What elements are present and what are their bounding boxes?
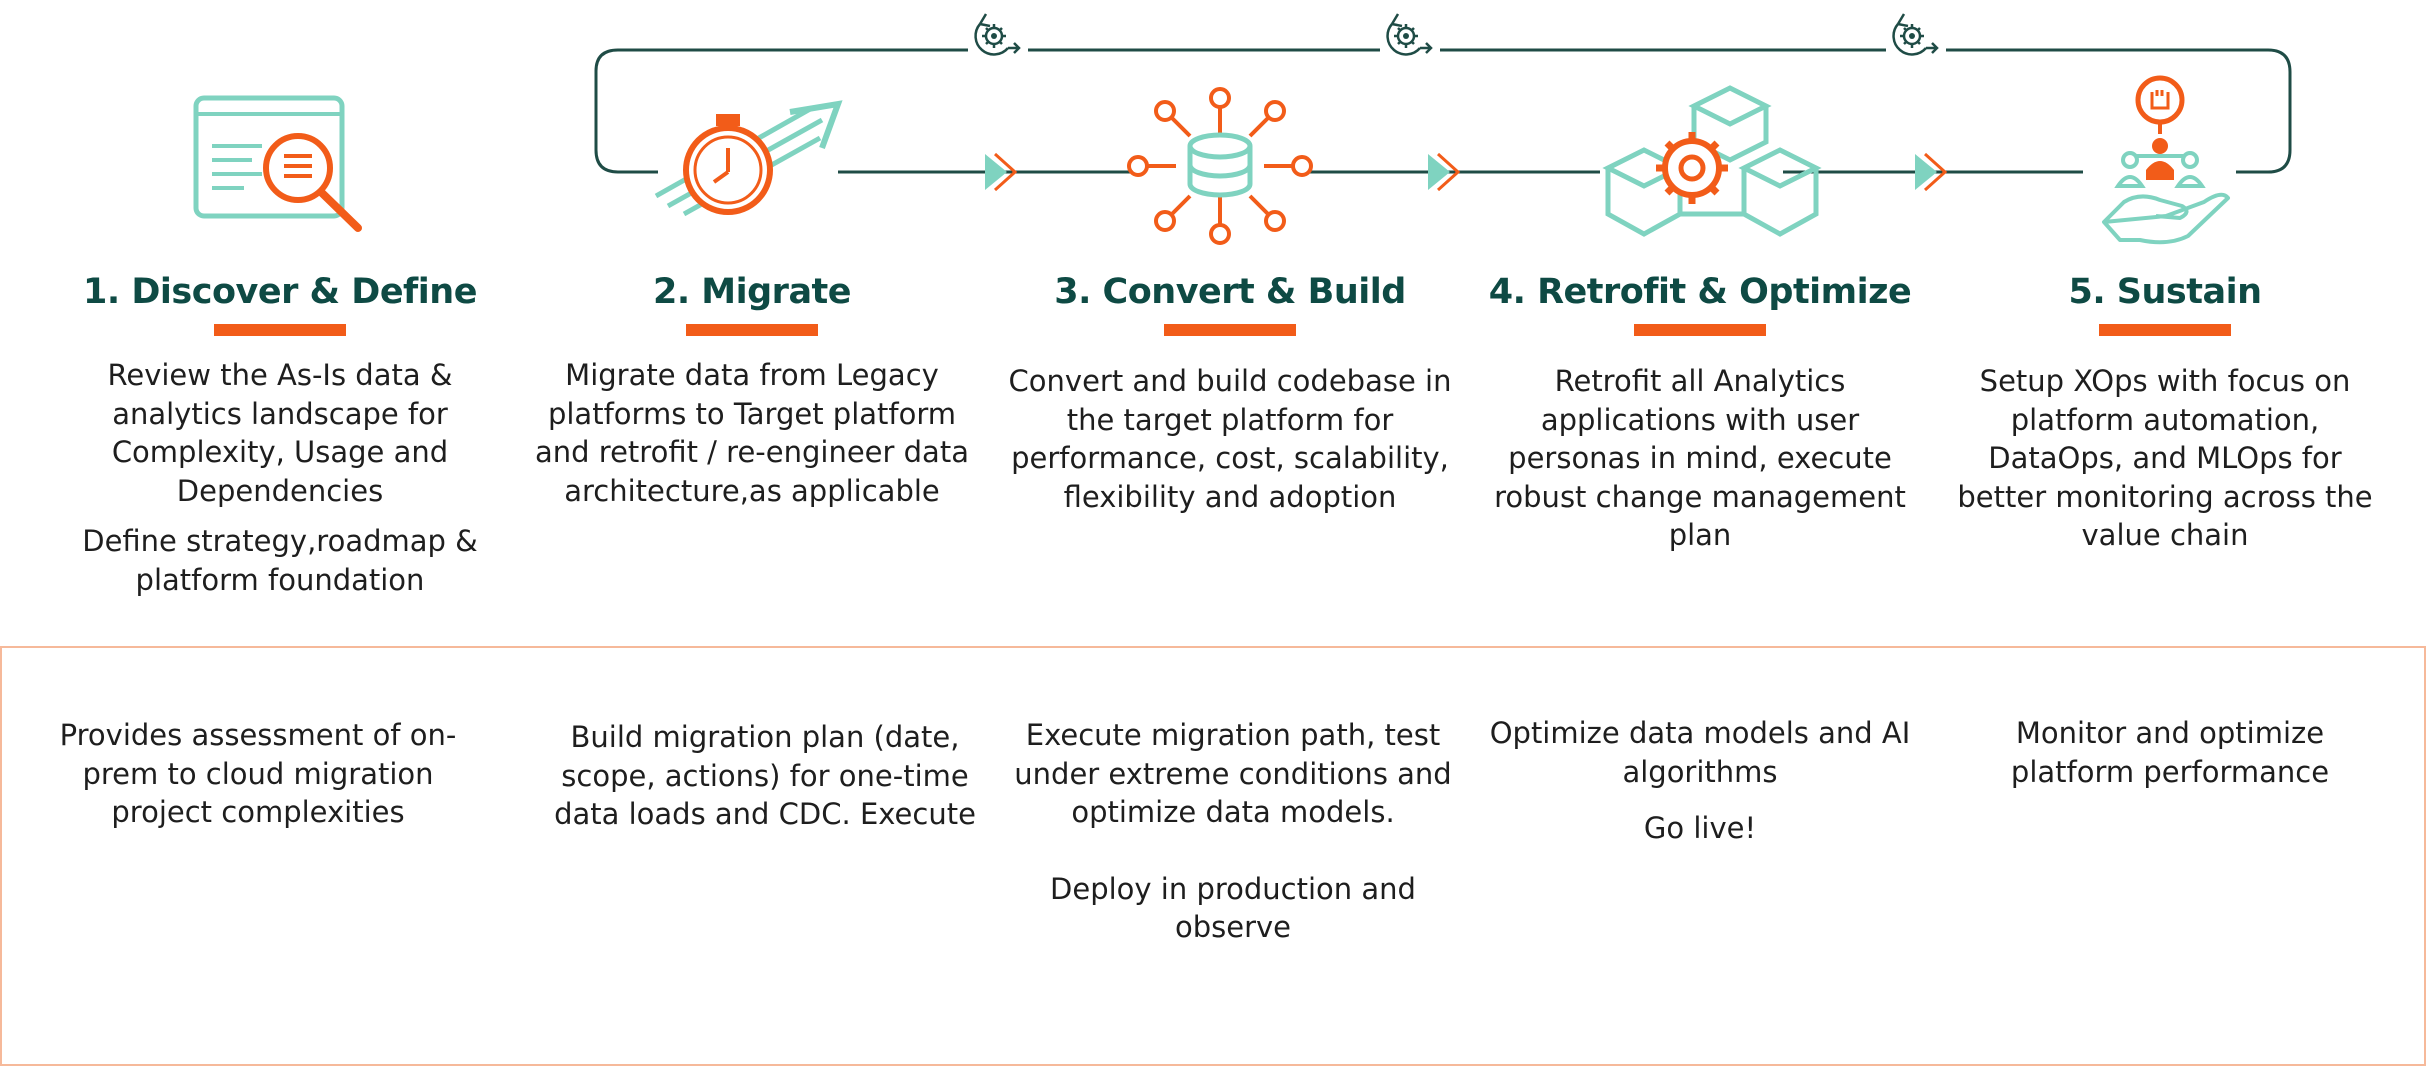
cubes-gear-icon	[1602, 85, 1822, 237]
accent-bar	[686, 324, 818, 336]
stage-title: 5. Sustain	[2068, 272, 2262, 312]
outcome-discover-define: Provides assessment of on-prem to cloud …	[28, 716, 488, 832]
outcome-text: Execute migration path, test under extre…	[1014, 718, 1452, 829]
outcome-retrofit-optimize: Optimize data models and AI algorithms G…	[1480, 714, 1920, 848]
stage-description-text-2: Define strategy,roadmap & platform found…	[82, 524, 478, 597]
outcome-text: Provides assessment of on-prem to cloud …	[59, 718, 457, 829]
stage-description: Review the As-Is data & analytics landsc…	[45, 356, 515, 599]
stage-convert-build: 3. Convert & Build Convert and build cod…	[995, 272, 1465, 516]
outcome-text-2: Deploy in production and observe	[1050, 871, 1416, 945]
stage-description: Setup XOps with focus on platform automa…	[1957, 364, 2373, 552]
outcome-migrate: Build migration plan (date, scope, actio…	[540, 718, 990, 834]
stage-sustain: 5. Sustain Setup XOps with focus on plat…	[1930, 272, 2400, 555]
stage-retrofit-optimize: 4. Retrofit & Optimize Retrofit all Anal…	[1465, 272, 1935, 555]
outcome-text: Monitor and optimize platform performanc…	[2010, 716, 2330, 789]
return-loop-line	[594, 48, 2292, 174]
analysis-magnifier-icon	[193, 95, 362, 232]
stage-migrate: 2. Migrate Migrate data from Legacy plat…	[517, 272, 987, 510]
stage-title: 4. Retrofit & Optimize	[1488, 272, 1912, 312]
outcome-sustain: Monitor and optimize platform performanc…	[1960, 714, 2380, 791]
outcome-convert-build: Execute migration path, test under extre…	[1008, 716, 1458, 947]
outcome-text-2: Go live!	[1643, 811, 1757, 845]
stage-title: 2. Migrate	[652, 272, 852, 312]
accent-bar	[1634, 324, 1766, 336]
database-hub-icon	[1127, 87, 1313, 245]
stage-title: 1. Discover & Define	[83, 272, 477, 312]
outcome-text: Build migration plan (date, scope, actio…	[554, 720, 976, 831]
accent-bar	[2099, 324, 2231, 336]
stage-description-text: Review the As-Is data & analytics landsc…	[107, 358, 453, 508]
stage-description: Migrate data from Legacy platforms to Ta…	[535, 358, 969, 508]
outcome-text: Optimize data models and AI algorithms	[1489, 716, 1911, 789]
process-flow-diagram	[193, 12, 2292, 245]
stage-title: 3. Convert & Build	[1054, 272, 1406, 312]
stage-description: Retrofit all Analytics applications with…	[1494, 364, 1906, 552]
team-hand-icon	[2102, 75, 2230, 245]
stage-discover-define: 1. Discover & Define Review the As-Is da…	[45, 272, 515, 599]
stage-description: Convert and build codebase in the target…	[1008, 364, 1452, 514]
accent-bar	[214, 324, 346, 336]
stopwatch-arrow-icon	[654, 100, 843, 217]
accent-bar	[1164, 324, 1296, 336]
